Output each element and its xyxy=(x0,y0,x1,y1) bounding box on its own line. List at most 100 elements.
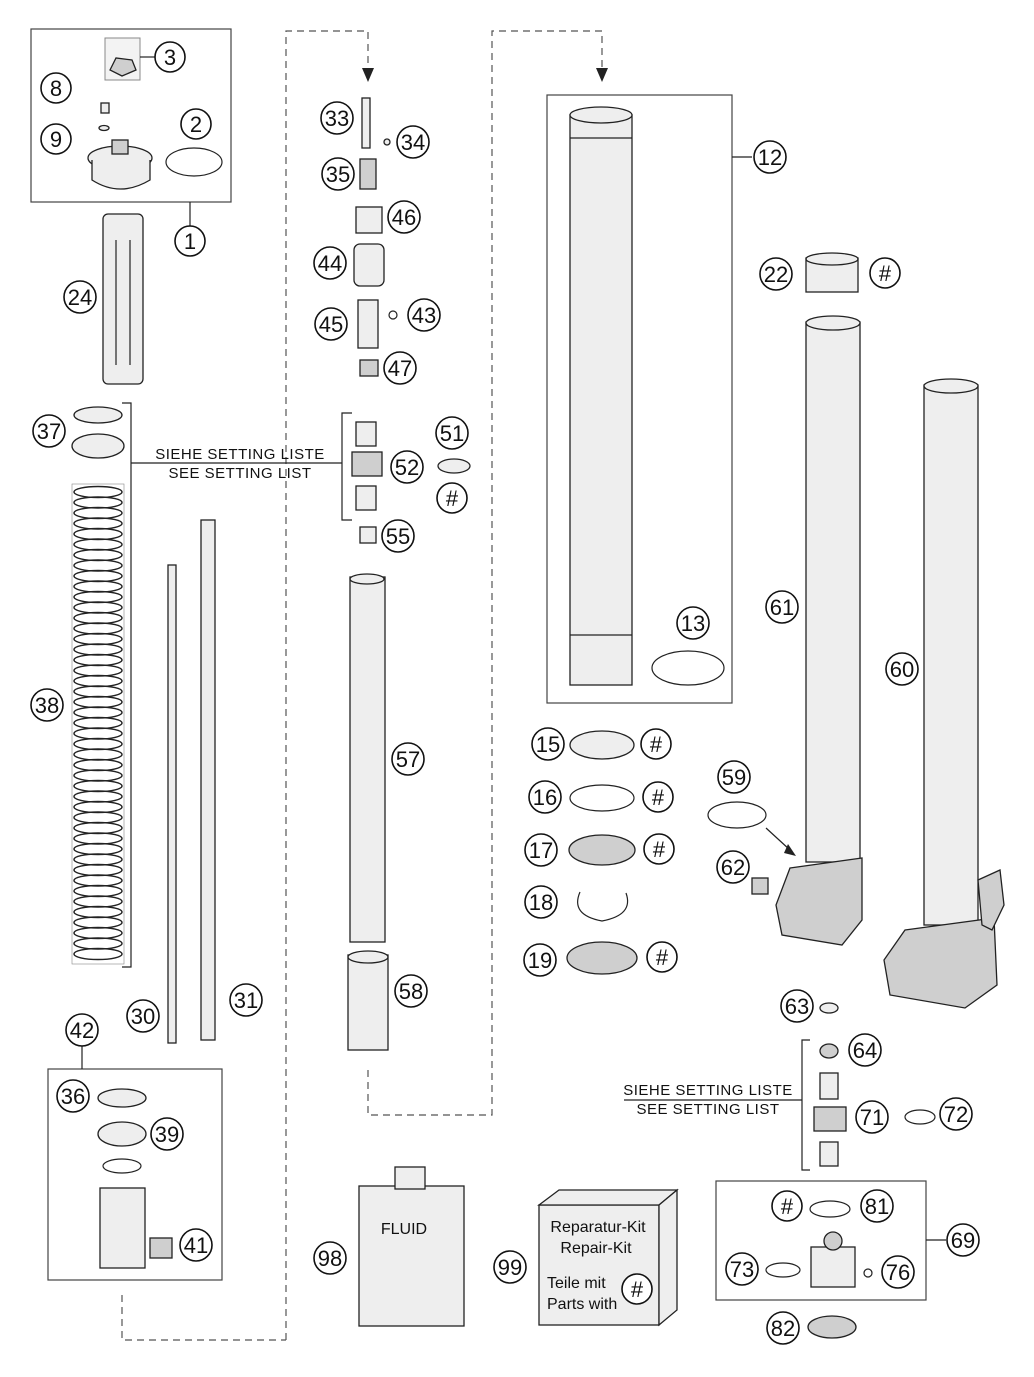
spring-coil xyxy=(73,485,123,499)
spring-coil xyxy=(73,800,123,814)
svg-text:#: # xyxy=(446,486,459,511)
part-repair-kit-side xyxy=(658,1188,678,1327)
part-rod-31 xyxy=(200,519,216,1041)
part-screw-8 xyxy=(100,102,110,114)
hash-callout-52: # xyxy=(436,482,468,514)
callout-46: 46 xyxy=(387,200,421,234)
callout-8: 8 xyxy=(40,72,72,104)
svg-text:72: 72 xyxy=(944,1102,968,1127)
part-washer-9 xyxy=(98,124,110,132)
note-setting-de-right: SIEHE SETTING LISTE xyxy=(623,1082,793,1099)
callout-64: 64 xyxy=(848,1033,882,1067)
svg-text:63: 63 xyxy=(785,994,809,1019)
part-oring-2 xyxy=(165,147,223,177)
hash-callout-22: # xyxy=(869,257,901,289)
part-43 xyxy=(388,310,398,320)
svg-text:22: 22 xyxy=(764,262,788,287)
svg-text:36: 36 xyxy=(61,1084,85,1109)
svg-text:64: 64 xyxy=(853,1038,877,1063)
callout-34: 34 xyxy=(396,125,430,159)
spring-coil xyxy=(73,622,123,635)
dashed-connector-cartridge xyxy=(285,30,369,1340)
bracket-spring xyxy=(122,402,132,968)
callout-62: 62 xyxy=(716,850,750,884)
part-screw-cap-body xyxy=(91,160,151,190)
spring-coil xyxy=(73,580,123,593)
part-57 xyxy=(349,576,386,943)
spring-coil xyxy=(73,811,123,824)
part-axle-foot-60 xyxy=(883,917,998,1009)
spring-coil xyxy=(73,643,123,656)
part-45 xyxy=(357,299,379,349)
svg-text:47: 47 xyxy=(388,356,412,381)
spring-coil xyxy=(73,496,123,509)
part-73 xyxy=(765,1262,801,1278)
spring-coil xyxy=(73,548,123,562)
dashed-connector-bottom xyxy=(121,1295,286,1341)
spring-coil xyxy=(73,863,123,877)
part-17 xyxy=(568,834,636,866)
svg-text:34: 34 xyxy=(401,130,425,155)
spring-coil xyxy=(73,727,123,740)
spring-coil xyxy=(73,748,123,761)
part-76 xyxy=(863,1268,873,1278)
callout-1: 1 xyxy=(174,225,206,257)
part-52 xyxy=(351,451,383,477)
part-33 xyxy=(361,97,371,149)
note-setting-en-right: SEE SETTING LIST xyxy=(636,1101,779,1118)
spring-coil xyxy=(73,506,123,520)
svg-text:18: 18 xyxy=(529,890,553,915)
svg-text:30: 30 xyxy=(131,1004,155,1029)
part-64 xyxy=(819,1043,839,1059)
hash-callout-repair-kit: # xyxy=(621,1273,653,1305)
callout-47: 47 xyxy=(383,351,417,385)
spring-coil xyxy=(73,947,123,961)
svg-text:9: 9 xyxy=(50,127,62,152)
spring-coil xyxy=(73,559,123,572)
part-outer-tube-top xyxy=(569,106,633,124)
part-57-top xyxy=(349,573,385,585)
svg-text:#: # xyxy=(656,945,669,970)
part-inner-tube-61 xyxy=(805,321,861,863)
part-rod-30 xyxy=(167,564,177,1044)
hash-callout-15: # xyxy=(640,728,672,760)
spring-coil xyxy=(73,517,123,530)
spring-coil xyxy=(73,706,123,719)
callout-9: 9 xyxy=(40,123,72,155)
callout-45: 45 xyxy=(314,307,348,341)
callout-36: 36 xyxy=(56,1079,90,1113)
spring-coil xyxy=(73,664,123,677)
spring-coil xyxy=(73,916,123,929)
part-81 xyxy=(809,1200,851,1218)
callout-71: 71 xyxy=(855,1100,889,1134)
callout-61: 61 xyxy=(765,590,799,624)
part-41 xyxy=(149,1237,173,1259)
callout-42: 42 xyxy=(65,1013,99,1047)
callout-13: 13 xyxy=(676,606,710,640)
part-51 xyxy=(437,458,471,474)
part-outer-tube xyxy=(569,114,633,686)
callout-37: 37 xyxy=(32,414,66,448)
svg-text:82: 82 xyxy=(771,1316,795,1341)
svg-text:3: 3 xyxy=(164,45,176,70)
repair-kit-line2: Repair-Kit xyxy=(560,1240,632,1257)
part-19 xyxy=(566,941,638,975)
spring-coil xyxy=(73,832,123,845)
part-44 xyxy=(353,243,385,287)
hash-callout-19: # xyxy=(646,941,678,973)
svg-text:8: 8 xyxy=(50,76,62,101)
part-71 xyxy=(813,1106,847,1132)
svg-text:19: 19 xyxy=(528,948,552,973)
svg-text:38: 38 xyxy=(35,693,59,718)
part-fluid-can xyxy=(358,1185,465,1327)
svg-text:17: 17 xyxy=(529,838,553,863)
spring-coil xyxy=(73,601,123,614)
spring-coil xyxy=(73,937,123,950)
callout-57: 57 xyxy=(391,742,425,776)
callout-58: 58 xyxy=(394,974,428,1008)
part-39 xyxy=(97,1121,147,1147)
spring-coil xyxy=(73,538,123,551)
spring-coil xyxy=(73,590,123,604)
callout-22: 22 xyxy=(759,257,793,291)
